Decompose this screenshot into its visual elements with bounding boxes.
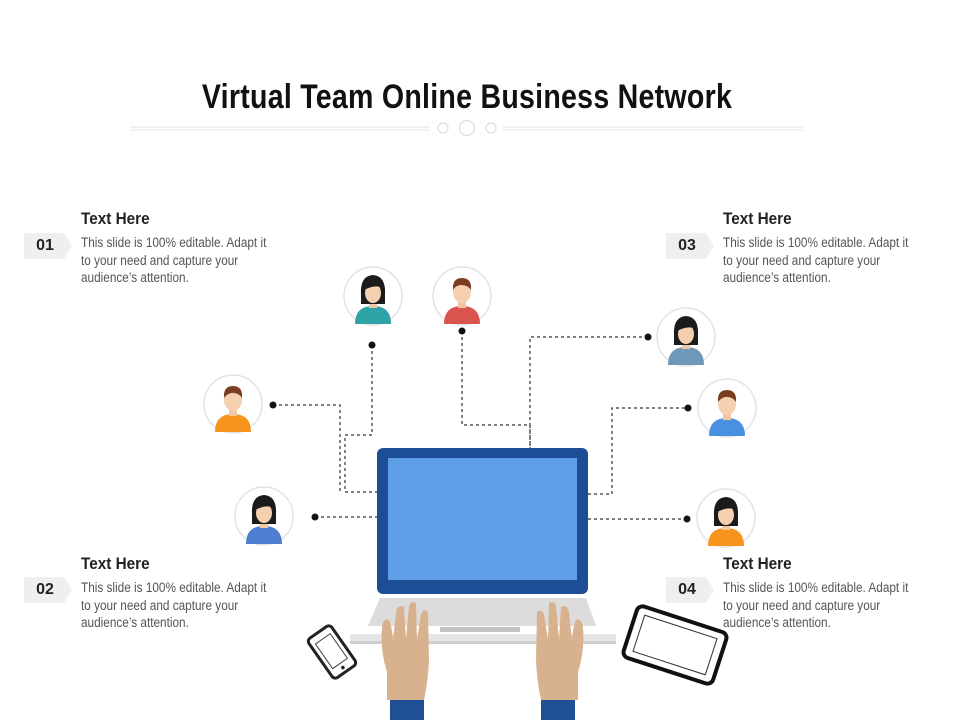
badge-number: 04	[678, 581, 696, 598]
smartphone-icon	[306, 624, 358, 680]
block-body: This slide is 100% editable. Adapt it to…	[81, 580, 267, 631]
tablet-icon	[621, 604, 729, 686]
block-body: This slide is 100% editable. Adapt it to…	[723, 235, 909, 286]
block-body: This slide is 100% editable. Adapt it to…	[81, 235, 267, 286]
badge-number: 02	[36, 581, 54, 598]
hands-icon	[381, 602, 584, 720]
text-block-02: Text Here This slide is 100% editable. A…	[81, 554, 291, 632]
person-man-orange-icon	[203, 374, 263, 434]
block-heading: Text Here	[723, 554, 792, 573]
laptop-icon	[350, 448, 616, 644]
person-woman-teal-icon	[343, 266, 403, 326]
connector-lines	[273, 331, 688, 520]
badge-02: 02	[24, 577, 72, 603]
text-block-03: Text Here This slide is 100% editable. A…	[723, 209, 933, 287]
title-divider	[130, 119, 803, 137]
person-woman-blue-icon	[234, 486, 294, 546]
person-man-blue-icon	[697, 378, 757, 438]
badge-01: 01	[24, 233, 72, 259]
text-block-04: Text Here This slide is 100% editable. A…	[723, 554, 933, 632]
person-woman-orange-icon	[696, 488, 756, 548]
slide-title: Virtual Team Online Business Network	[201, 78, 733, 116]
text-block-01: Text Here This slide is 100% editable. A…	[81, 209, 291, 287]
block-body: This slide is 100% editable. Adapt it to…	[723, 580, 909, 631]
badge-03: 03	[666, 233, 714, 259]
block-heading: Text Here	[723, 209, 792, 228]
person-man-red-icon	[432, 266, 492, 326]
person-woman-slate-icon	[656, 307, 716, 367]
block-heading: Text Here	[81, 554, 150, 573]
badge-number: 01	[36, 237, 54, 254]
badge-number: 03	[678, 237, 696, 254]
connector-dots	[269, 327, 692, 523]
badge-04: 04	[666, 577, 714, 603]
block-heading: Text Here	[81, 209, 150, 228]
